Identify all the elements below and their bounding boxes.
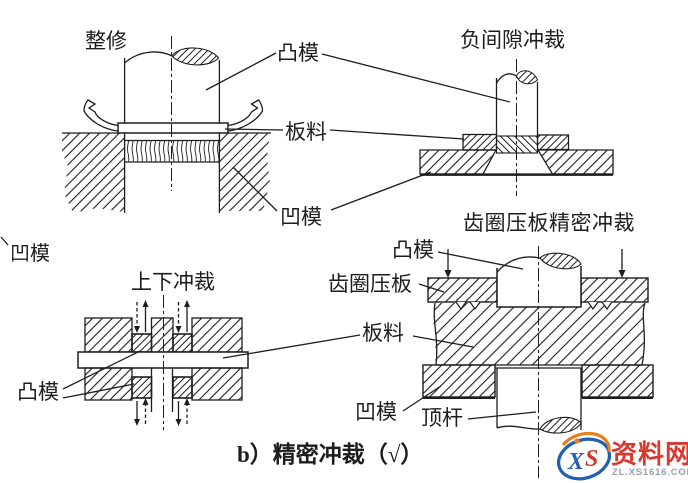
watermark-logo-x: X xyxy=(567,449,585,475)
trim-sheet-strip xyxy=(117,122,229,134)
fb-plate-right xyxy=(580,277,649,303)
leader-fb-ejector xyxy=(467,411,537,420)
fb-teeth-right xyxy=(587,301,613,311)
leader-sheet-right xyxy=(329,129,465,140)
ud-arrowhead-top-a-down xyxy=(134,326,140,333)
punch-label-shared: 凸模 xyxy=(277,41,319,65)
trim-sheet-curl-right xyxy=(227,99,264,132)
leader-fb-sheet-to-updown xyxy=(222,334,361,359)
nc-punch-section-lens xyxy=(515,70,539,85)
fb-punch-section-lens xyxy=(539,252,582,270)
ud-arrowhead-bot-a-up xyxy=(142,398,149,405)
leader-ud-punch-upper xyxy=(62,350,141,390)
left-margin-die-label: 凹模 xyxy=(0,236,50,265)
punch-label-updown: 凸模 xyxy=(17,380,59,404)
fb-punch-top-break xyxy=(496,256,541,273)
nc-die-left xyxy=(419,149,498,175)
fb-ejector-bottom-break xyxy=(496,425,541,430)
figure-caption: b）精密冲裁（√） xyxy=(237,441,423,467)
ud-arrowhead-bot-b-up xyxy=(184,398,190,405)
watermark-logo-arc-orange xyxy=(561,431,611,453)
die-label-margin: 凹模 xyxy=(10,242,50,265)
negative-clearance-title: 负间隙冲裁 xyxy=(460,28,565,52)
trim-sheet-curl-left xyxy=(83,99,119,132)
nc-die-right xyxy=(536,149,614,175)
watermark-logo-s: S xyxy=(585,446,598,472)
updown-diagram: 上下冲裁 凸模 xyxy=(17,270,249,430)
sheet-label-shared: 板料 xyxy=(285,120,327,144)
fb-teeth-left xyxy=(455,301,481,311)
trim-punch-walls xyxy=(123,58,221,213)
sheet-label-fine: 板料 xyxy=(362,321,404,345)
nc-sheet-left xyxy=(462,133,498,151)
trim-punch-top-break xyxy=(124,51,173,64)
leader-ud-punch-lower xyxy=(62,383,135,399)
nc-punch-walls xyxy=(495,78,539,135)
leader-die-right xyxy=(330,171,432,211)
fb-ejector-section-lens xyxy=(539,416,582,434)
fine-blanking-title: 齿圈压板精密冲裁 xyxy=(463,211,635,235)
ud-arrowhead-top-b-down xyxy=(175,326,182,333)
ud-lower-block-left xyxy=(84,367,133,401)
trim-title: 整修 xyxy=(85,29,127,53)
leader-fb-plate xyxy=(418,283,445,293)
ud-upper-punch-left xyxy=(131,333,153,353)
ud-counter-punch-walls xyxy=(150,368,174,412)
ud-arrowhead-bot-b-down xyxy=(175,419,182,426)
punch-label-fine: 凸模 xyxy=(392,238,434,262)
fb-die-left xyxy=(422,364,496,398)
gear-plate-label: 齿圈压板 xyxy=(328,272,412,296)
fb-arrowhead-left xyxy=(444,270,452,278)
die-label-fine: 凹模 xyxy=(355,400,397,424)
updown-title: 上下冲裁 xyxy=(131,270,215,294)
nc-sheet-right xyxy=(536,134,570,151)
ud-lower-block-right xyxy=(191,367,243,401)
leader-punch-left xyxy=(205,52,277,91)
fb-arrowhead-right xyxy=(618,270,626,278)
ud-lower-punch-right xyxy=(172,376,193,399)
ud-upper-punch-right xyxy=(172,333,193,353)
watermark-logo-dot xyxy=(574,438,580,444)
watermark: X S 资料网 ZL.XS1616.COM xyxy=(556,431,688,481)
leader-fb-die xyxy=(402,385,442,412)
watermark-brand: 资料网 xyxy=(611,440,688,469)
trim-punch-section-lens xyxy=(171,47,220,66)
shared-top-labels: 凸模 板料 凹模 xyxy=(205,41,511,229)
trim-die-left-block xyxy=(62,133,124,213)
trim-die-right-block xyxy=(220,133,270,211)
leader-fb-sheet-right xyxy=(412,335,474,348)
leader-die-left xyxy=(232,166,278,212)
ud-arrowhead-top-a-up xyxy=(142,300,149,307)
trim-diagram: 整修 xyxy=(62,29,271,213)
leader-sheet-left xyxy=(224,128,284,131)
ud-arrowhead-top-b-up xyxy=(184,300,190,307)
fine-blanking-diagram: 齿圈压板精密冲裁 凸模 齿圈压板 板料 凹模 xyxy=(222,211,654,478)
ud-arrowhead-bot-a-down xyxy=(134,419,140,426)
watermark-domain: ZL.XS1616.COM xyxy=(612,467,688,478)
leader-fb-punch xyxy=(437,251,524,270)
leader-punch-right xyxy=(321,53,511,103)
leader-die-margin xyxy=(0,236,9,246)
ud-upper-block-center xyxy=(150,317,174,353)
die-label-shared: 凹模 xyxy=(280,205,322,229)
negative-clearance-diagram: 负间隙冲裁 xyxy=(419,28,614,196)
fb-die-right xyxy=(581,364,654,398)
ejector-label: 顶杆 xyxy=(421,406,463,430)
nc-punch-top-break xyxy=(495,73,517,84)
ud-lower-punch-left xyxy=(131,376,153,399)
ud-upper-block-right xyxy=(191,317,243,353)
ud-upper-block-left xyxy=(84,317,133,353)
